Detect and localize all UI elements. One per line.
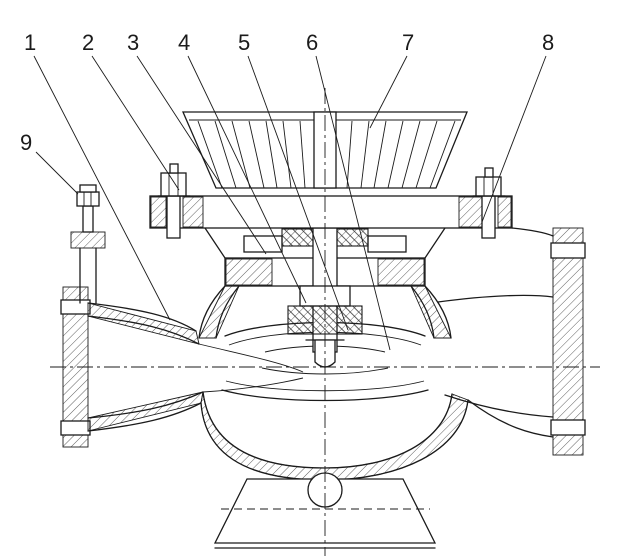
discharge-bore-top (437, 294, 554, 303)
callout-label-5: 5 (238, 30, 250, 55)
plate-section-left-a (150, 196, 167, 228)
suction-pipe-bottom-inner (87, 391, 204, 419)
callout-5: 5 (238, 30, 349, 331)
mounting-plate (149, 163, 513, 239)
flange-bolt-right (472, 167, 506, 239)
plate-section-left-b (182, 196, 204, 228)
callout-label-1: 1 (24, 30, 36, 55)
volute-casing (200, 391, 469, 481)
plug-bolt-shank (82, 205, 94, 233)
discharge-pipe-bottom-outer (467, 399, 554, 438)
bolt-shank-left (166, 195, 181, 239)
leader-line-8 (481, 55, 547, 223)
callout-label-7: 7 (402, 30, 414, 55)
suction-pipe-top-outer (87, 302, 197, 332)
callout-label-3: 3 (127, 30, 139, 55)
lantern-left-wall (204, 227, 226, 259)
leader-line-3 (136, 55, 267, 255)
callout-1: 1 (24, 30, 171, 321)
suction-bore-top (198, 343, 304, 373)
volute-wall-section (200, 391, 469, 481)
plug-bolt-tip (79, 184, 97, 193)
discharge-pipe-top-outer (511, 227, 554, 237)
leader-line-7 (369, 55, 408, 129)
callout-label-8: 8 (542, 30, 554, 55)
bolt-tip-right (484, 167, 494, 178)
plate-section-right-a (458, 196, 483, 228)
coupling-step-right (367, 235, 407, 253)
flange-bolt-left (157, 163, 191, 239)
callout-label-4: 4 (178, 30, 190, 55)
callout-6: 6 (306, 30, 391, 351)
leader-line-9 (35, 151, 79, 195)
leader-line-1 (33, 55, 171, 321)
suction-pipe-wall-bottom-section (87, 391, 204, 432)
callouts: 1 2 3 4 5 6 7 8 (20, 30, 554, 351)
fan-blades (197, 120, 456, 189)
callout-label-6: 6 (306, 30, 318, 55)
bolt-tip-left (169, 163, 179, 174)
discharge-flange-bolt-hole-bottom (550, 419, 586, 436)
callout-4: 4 (178, 30, 307, 304)
discharge-bore-bottom (444, 394, 554, 418)
priming-plug (70, 184, 106, 304)
callout-label-2: 2 (82, 30, 94, 55)
plug-bolt-head (76, 191, 100, 207)
casing-cone-right-inner (410, 285, 435, 339)
seal-housing-left-section (225, 258, 273, 286)
plate-section-right-b (497, 196, 512, 228)
leader-line-2 (91, 55, 180, 191)
mounting-plate-body (149, 195, 513, 229)
leader-line-4 (187, 55, 307, 304)
casing-cone-left-outer (198, 285, 226, 339)
callout-label-9: 9 (20, 130, 32, 155)
base-outline (213, 478, 437, 544)
bolt-head-left (160, 172, 187, 197)
leader-line-5 (247, 55, 349, 331)
callout-3: 3 (127, 30, 267, 255)
plug-flange-section (70, 231, 106, 249)
suction-bore-bottom (202, 377, 304, 393)
suction-flange-bolt-hole-top (60, 299, 91, 315)
motor-fan (182, 111, 468, 189)
discharge-flange-bolt-hole-top (550, 242, 586, 259)
callout-9: 9 (20, 130, 79, 195)
centerlines (50, 88, 600, 556)
callout-7: 7 (369, 30, 414, 129)
lantern-right-wall (424, 227, 446, 259)
discharge-flange-pipe (437, 227, 586, 456)
leader-line-6 (315, 55, 391, 351)
casing-cone-right-outer (424, 285, 452, 339)
callout-2: 2 (82, 30, 180, 191)
bolt-head-right (475, 176, 502, 197)
suction-flange-bolt-hole-bottom (60, 420, 91, 436)
casing-cone-left-inner (215, 285, 240, 339)
suction-pipe-top-inner (87, 315, 200, 345)
discharge-flange-section (552, 227, 584, 456)
suction-pipe-bottom-outer (87, 402, 202, 432)
seal-housing-right-section (377, 258, 425, 286)
callout-8: 8 (481, 30, 554, 223)
